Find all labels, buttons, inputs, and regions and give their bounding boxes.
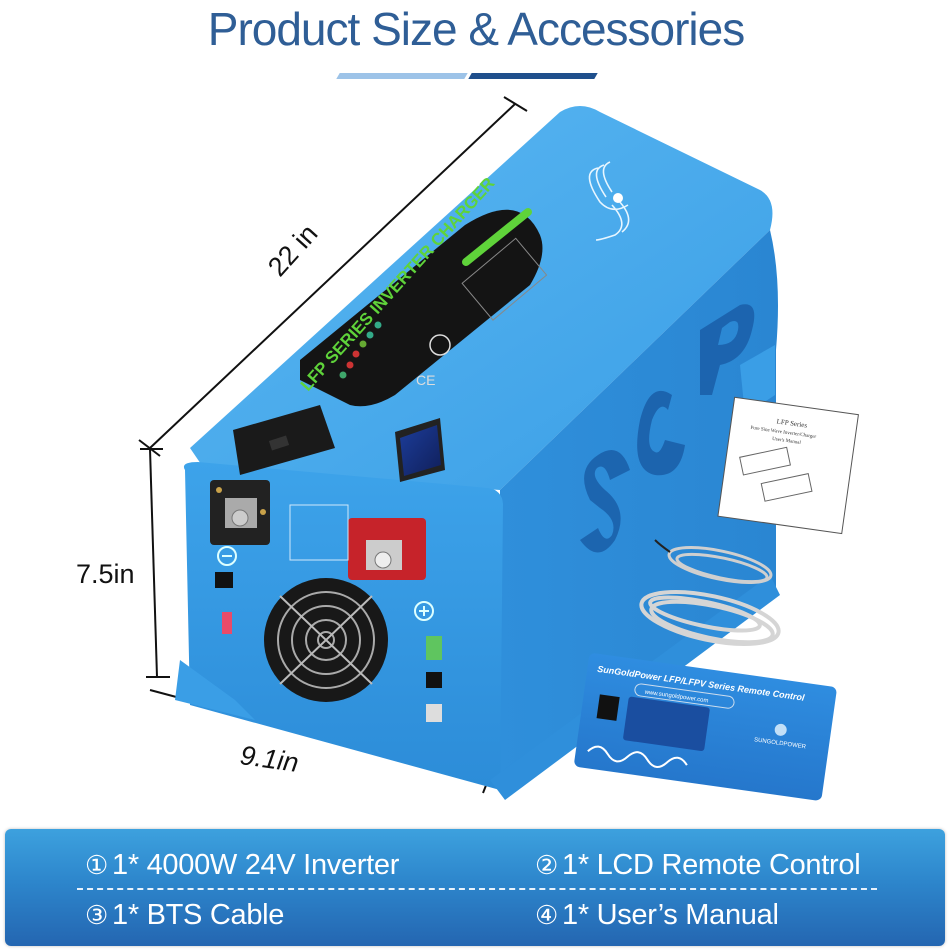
- circled-number-1: ①: [85, 850, 109, 880]
- minus-icon: [217, 546, 237, 566]
- status-leds: [339, 321, 382, 379]
- lcd-remote-port[interactable]: [215, 572, 233, 588]
- battery-temp-sensor-port: [426, 672, 442, 688]
- sine-wave-icon: [587, 745, 688, 768]
- circled-number-3: ③: [85, 900, 109, 930]
- page-title: Product Size & Accessories: [207, 3, 745, 55]
- ground-terminal: [426, 704, 442, 722]
- product-illustration: LFP SERIES INVERTER CHARGER CE: [138, 96, 859, 801]
- circled-number-4: ④: [535, 900, 559, 930]
- auto-generator-start-connector: [426, 636, 442, 660]
- brand-logo-icon: [588, 161, 630, 241]
- terminal-spec-label: [289, 504, 349, 561]
- bts-cable: [654, 539, 773, 584]
- svg-text:User's Manual: User's Manual: [772, 437, 802, 446]
- accessory-text: 1* User’s Manual: [562, 899, 779, 931]
- dial-icon: [429, 334, 451, 356]
- control-panel: [300, 209, 543, 407]
- vent-pattern: [580, 304, 755, 553]
- negative-terminal: [210, 480, 270, 545]
- positive-terminal: [348, 518, 426, 580]
- accessory-text: 1* 4000W 24V Inverter: [112, 849, 400, 881]
- spec-table: [461, 237, 548, 321]
- accessory-text: 1* LCD Remote Control: [562, 849, 861, 881]
- power-switch[interactable]: [268, 435, 290, 451]
- ce-mark: CE: [416, 372, 435, 388]
- accessory-text: 1* BTS Cable: [112, 899, 285, 931]
- height-dimension-label: 7.5in: [76, 559, 135, 589]
- circled-number-2: ②: [535, 850, 559, 880]
- plus-icon: [414, 601, 434, 621]
- remote-lcd-screen: [623, 696, 710, 751]
- remote-power-switch[interactable]: [596, 694, 620, 721]
- dimension-line-7-5in: [140, 448, 170, 678]
- lcd-remote-control: SunGoldPower LFP/LFPV Series Remote Cont…: [574, 653, 837, 801]
- dip-switch[interactable]: [222, 612, 232, 634]
- cooling-fan: [264, 578, 388, 702]
- remote-cable: [639, 590, 781, 646]
- users-manual: LFP Series Pure Sine Wave Inverter/Charg…: [717, 396, 859, 535]
- dashed-divider: [77, 888, 877, 890]
